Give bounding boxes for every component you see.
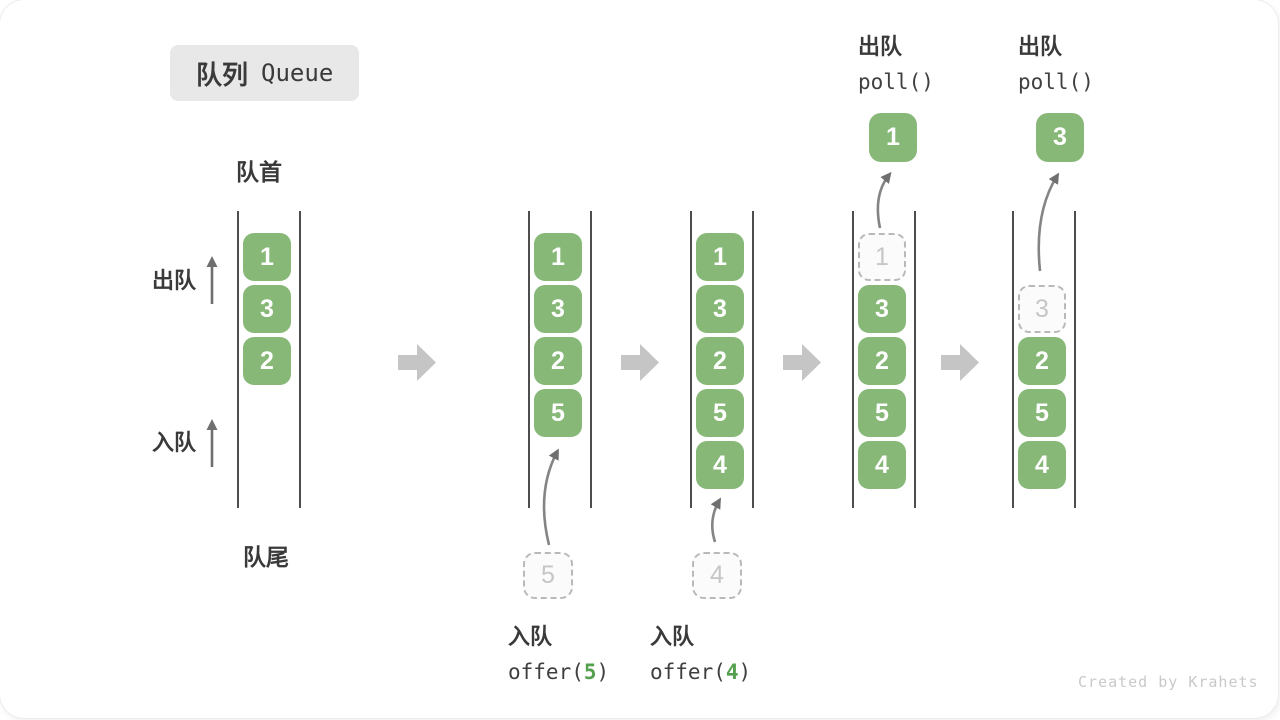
queue-cell: 2 — [534, 337, 582, 385]
queue-front-label: 队首 — [236, 159, 282, 185]
queue-cell: 3 — [534, 285, 582, 333]
queue-cell: 1 — [696, 233, 744, 281]
enqueue-side-label: 入队 — [152, 430, 197, 455]
op-label-enqueue-4: 入队 offer(4) — [650, 619, 751, 684]
pending-value-box: 5 — [523, 552, 573, 599]
title-badge: 队列 Queue — [170, 45, 360, 101]
queue-cell: 5 — [696, 389, 744, 437]
op-label-enqueue-5: 入队 offer(5) — [508, 619, 609, 684]
queue-cell: 5 — [1018, 389, 1066, 437]
op-label-poll-2: 出队 poll() — [1018, 29, 1094, 94]
queue-cell: 2 — [696, 337, 744, 385]
queue-cell: 4 — [858, 441, 906, 489]
queue-cell: 4 — [696, 441, 744, 489]
title-zh: 队列 — [196, 59, 249, 90]
op-poll-zh: 出队 — [858, 34, 903, 59]
queue-cell: 1 — [534, 233, 582, 281]
op-poll-code: poll() — [1018, 70, 1094, 94]
dequeue-side-label: 出队 — [152, 268, 197, 293]
queue-cell: 5 — [858, 389, 906, 437]
queue-cell: 2 — [243, 337, 291, 385]
op-enqueue-zh: 入队 — [508, 624, 553, 649]
op-enqueue-code: offer(4) — [650, 660, 752, 684]
watermark: Created by Krahets — [1078, 673, 1259, 691]
queue-cell-removed: 1 — [858, 233, 906, 281]
next-state-arrow-icon — [398, 344, 436, 381]
queue-cell: 3 — [858, 285, 906, 333]
op-label-poll-1: 出队 poll() — [858, 29, 934, 94]
queue-cell: 1 — [243, 233, 291, 281]
op-enqueue-zh: 入队 — [650, 624, 695, 649]
queue-cell: 3 — [243, 285, 291, 333]
queue-cell: 3 — [696, 285, 744, 333]
op-enqueue-code: offer(5) — [508, 660, 610, 684]
next-state-arrow-icon — [621, 344, 659, 381]
queue-cell: 2 — [1018, 337, 1066, 385]
polled-value-box: 3 — [1036, 113, 1084, 162]
pending-value-box: 4 — [692, 552, 742, 599]
op-poll-code: poll() — [858, 70, 934, 94]
title-en: Queue — [261, 59, 334, 87]
polled-value-box: 1 — [869, 113, 917, 162]
next-state-arrow-icon — [941, 344, 979, 381]
queue-cell: 2 — [858, 337, 906, 385]
next-state-arrow-icon — [783, 344, 821, 381]
queue-cell: 4 — [1018, 441, 1066, 489]
queue-cell-removed: 3 — [1018, 285, 1066, 333]
queue-cell: 5 — [534, 389, 582, 437]
queue-rear-label: 队尾 — [243, 544, 289, 570]
op-poll-zh: 出队 — [1018, 34, 1063, 59]
